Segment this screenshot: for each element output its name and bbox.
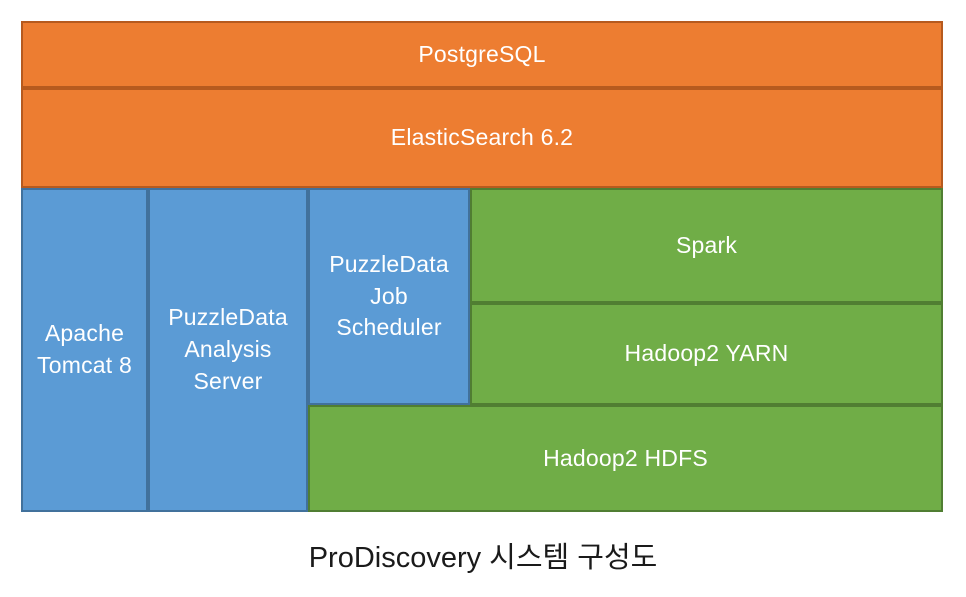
diagram-caption: ProDiscovery 시스템 구성도 — [308, 542, 658, 574]
box-spark: Spark — [470, 188, 943, 303]
box-apache-tomcat: Apache Tomcat 8 — [21, 188, 148, 512]
box-elasticsearch: ElasticSearch 6.2 — [21, 88, 943, 188]
box-hadoop2-yarn: Hadoop2 YARN — [470, 303, 943, 405]
diagram-block-area: PostgreSQL ElasticSearch 6.2 Apache Tomc… — [21, 21, 943, 512]
box-postgresql: PostgreSQL — [21, 21, 943, 88]
box-puzzledata-job-scheduler: PuzzleData Job Scheduler — [308, 188, 470, 405]
box-hadoop2-hdfs: Hadoop2 HDFS — [308, 405, 943, 512]
box-puzzledata-analysis-server: PuzzleData Analysis Server — [148, 188, 308, 512]
